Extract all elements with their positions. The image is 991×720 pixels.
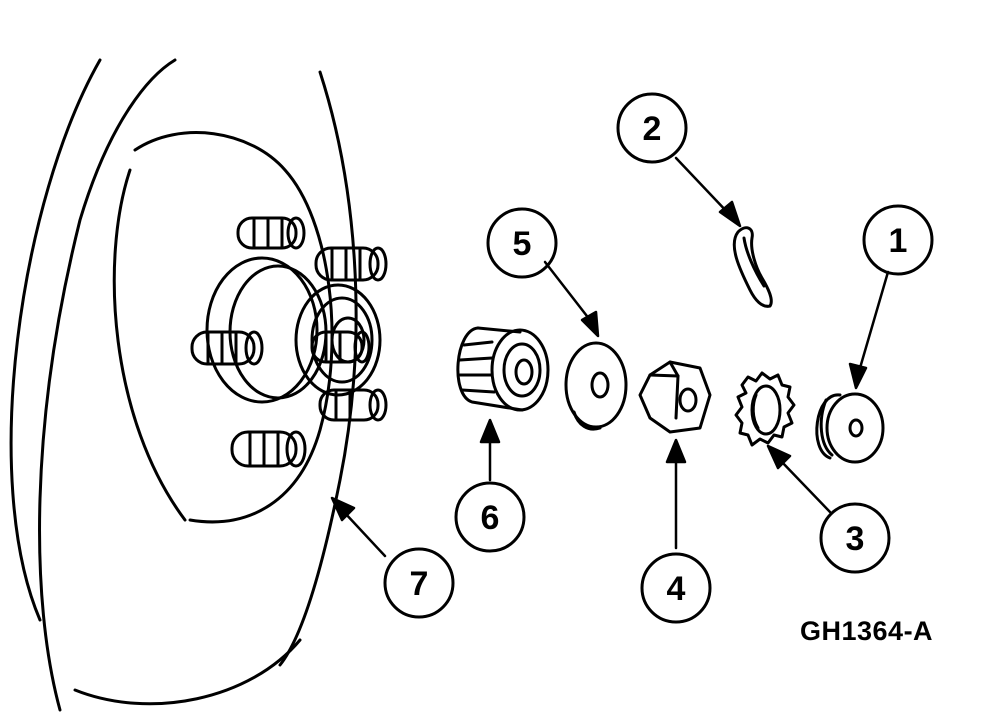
callout-6-label: 6 <box>481 499 500 537</box>
arrowhead-4 <box>665 438 687 464</box>
rotor-inner-arc <box>38 58 177 712</box>
leader-1 <box>858 270 890 370</box>
callout-4: 4 <box>640 552 712 624</box>
callout-6: 6 <box>454 481 526 553</box>
leader-3 <box>778 458 832 514</box>
wheel-stud-center <box>310 330 371 364</box>
arrowhead-5 <box>580 310 600 338</box>
leader-2 <box>674 156 732 217</box>
callout-1-label: 1 <box>889 222 908 260</box>
callout-5: 5 <box>486 207 558 279</box>
arrowhead-6 <box>479 418 501 444</box>
wheel-stud-left <box>190 330 264 366</box>
rotor-bottom-arc <box>73 638 302 706</box>
callout-7-label: 7 <box>410 565 429 603</box>
figure-id: GH1364-A <box>800 616 934 646</box>
callout-4-label: 4 <box>667 570 686 608</box>
callout-3-label: 3 <box>846 520 865 558</box>
wheel-stud-bottom-left <box>230 430 307 468</box>
leader-lines <box>330 156 890 558</box>
leader-5 <box>543 260 592 322</box>
adjusting-nut <box>638 360 712 434</box>
hub-flange-inner <box>112 168 187 522</box>
wheel-stud-top-left <box>236 216 306 250</box>
callout-5-label: 5 <box>513 225 532 263</box>
leader-7 <box>342 510 387 558</box>
rotor-outer-arc <box>9 58 102 622</box>
callout-2-label: 2 <box>643 110 662 148</box>
callout-2: 2 <box>616 92 688 164</box>
cotter-pin <box>732 226 773 308</box>
wheel-stud-bottom-right <box>318 388 388 422</box>
rotor-face-edge <box>278 70 358 667</box>
arrowhead-2 <box>718 200 742 228</box>
hub-rotor-assembly <box>9 58 388 712</box>
arrowhead-3 <box>766 444 792 470</box>
hub-spindle-ring <box>294 283 382 397</box>
nut-retainer <box>734 371 796 447</box>
washer <box>564 341 628 431</box>
callout-7: 7 <box>383 547 455 619</box>
arrowhead-1 <box>848 362 868 390</box>
callout-3: 3 <box>819 502 891 574</box>
hub-boss-outer <box>205 256 319 404</box>
grease-cap <box>815 392 885 464</box>
wheel-stud-top-right <box>314 246 388 282</box>
arrowhead-7 <box>330 496 356 522</box>
callout-1: 1 <box>862 204 934 276</box>
outer-bearing <box>456 326 550 412</box>
